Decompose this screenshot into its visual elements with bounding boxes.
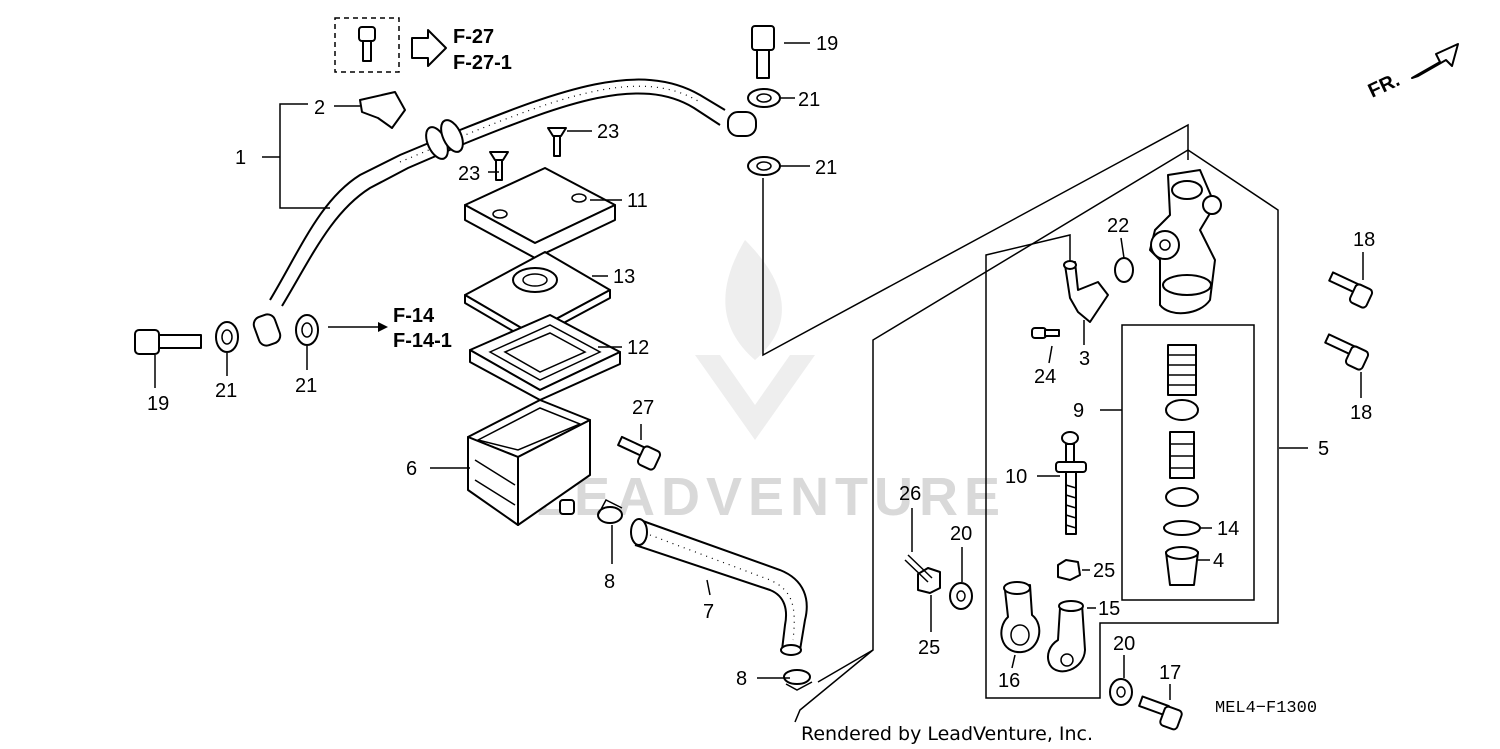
- brake-hose: [252, 78, 757, 347]
- screw-24: [1031, 327, 1060, 339]
- o-ring-22: [1114, 257, 1134, 283]
- callout-18-lower: 18: [1350, 402, 1372, 424]
- reservoir: [467, 399, 591, 526]
- callout-22: 22: [1107, 215, 1129, 237]
- front-label: FR.: [1365, 69, 1403, 103]
- sealing-washer-left-1: [215, 321, 239, 353]
- banjo-bolt-left: [134, 329, 202, 355]
- diagram-code: MEL4−F1300: [1215, 699, 1317, 718]
- hose-clip: [359, 91, 406, 129]
- watermark: LEADVENTURE: [535, 240, 1000, 527]
- callout-25-b: 25: [918, 637, 940, 659]
- callout-12: 12: [627, 337, 649, 359]
- callout-15: 15: [1098, 598, 1120, 620]
- nut-25-upper: [1057, 559, 1081, 581]
- washer-20-upper: [949, 582, 973, 610]
- reservoir-cover: [464, 167, 616, 259]
- callout-21-a: 21: [798, 89, 820, 111]
- callout-24: 24: [1034, 366, 1056, 388]
- callout-9: 9: [1073, 400, 1084, 422]
- cross-references: F-27 F-27-1 F-14 F-14-1: [393, 26, 512, 352]
- callout-21-d: 21: [295, 375, 317, 397]
- front-direction-arrow: FR.: [1365, 43, 1459, 103]
- callout-26: 26: [899, 483, 921, 505]
- callout-20-lower: 20: [1113, 633, 1135, 655]
- cotter-pin: [904, 554, 933, 583]
- callout-23-b: 23: [458, 163, 480, 185]
- sealing-washer-top-1: [747, 88, 781, 108]
- screw-23-a: [547, 127, 567, 157]
- callout-8-upper: 8: [604, 571, 615, 593]
- callout-27: 27: [632, 397, 654, 419]
- callout-labels: 1 2 3 4 5 6 7 8 8 9 10 11 12 13 14 15 16…: [147, 33, 1375, 692]
- master-cylinder-body: [1149, 169, 1222, 315]
- callout-21-c: 21: [215, 380, 237, 402]
- assembly-outlines: [762, 123, 1279, 723]
- callout-leaders: [154, 42, 1364, 700]
- callout-19-upper: 19: [816, 33, 838, 55]
- bolt-18-lower: [1324, 333, 1370, 371]
- callout-11: 11: [627, 190, 648, 212]
- reservoir-hose: [630, 518, 808, 656]
- credit-text: Rendered by LeadVenture, Inc.: [801, 723, 1093, 745]
- callout-5: 5: [1318, 438, 1329, 460]
- callout-23-a: 23: [597, 121, 619, 143]
- push-rod: [1055, 431, 1087, 535]
- callout-19-left: 19: [147, 393, 169, 415]
- callout-25-a: 25: [1093, 560, 1115, 582]
- callout-6: 6: [406, 458, 417, 480]
- callout-17: 17: [1159, 662, 1181, 684]
- reference-f27: F-27: [453, 26, 494, 48]
- screw-23-b: [489, 151, 509, 181]
- callout-4: 4: [1213, 550, 1224, 572]
- nut-25-lower: [917, 567, 941, 594]
- callout-7: 7: [703, 601, 714, 623]
- banjo-bolt-top: [751, 25, 775, 79]
- sealing-washer-left-2: [295, 314, 319, 346]
- callout-13: 13: [613, 266, 635, 288]
- callout-20-upper: 20: [950, 523, 972, 545]
- callout-8-lower: 8: [736, 668, 747, 690]
- reference-f14-1: F-14-1: [393, 330, 452, 352]
- piston-kit: [1121, 324, 1255, 601]
- rod-joint-16: [1000, 581, 1041, 654]
- clevis-15: [1047, 600, 1086, 673]
- callout-21-b: 21: [815, 157, 837, 179]
- callout-10: 10: [1005, 466, 1027, 488]
- bolt-17: [1138, 695, 1183, 731]
- hose-joint: [1063, 260, 1109, 323]
- washer-20-lower: [1109, 678, 1133, 706]
- bolt-18-upper: [1328, 271, 1374, 309]
- callout-16: 16: [998, 670, 1020, 692]
- reference-box-bolt: [334, 17, 447, 73]
- callout-3: 3: [1079, 348, 1090, 370]
- callout-2: 2: [314, 97, 325, 119]
- diaphragm: [469, 314, 621, 401]
- callout-1: 1: [235, 147, 246, 169]
- callout-18-upper: 18: [1353, 229, 1375, 251]
- sealing-washer-top-2: [747, 156, 781, 176]
- reference-f27-1: F-27-1: [453, 52, 512, 74]
- callout-14: 14: [1217, 518, 1239, 540]
- reference-f14: F-14: [393, 305, 435, 327]
- hose-clamp-lower: [783, 669, 813, 691]
- hose-clamp-upper: [597, 499, 623, 524]
- bolt-27: [617, 435, 662, 471]
